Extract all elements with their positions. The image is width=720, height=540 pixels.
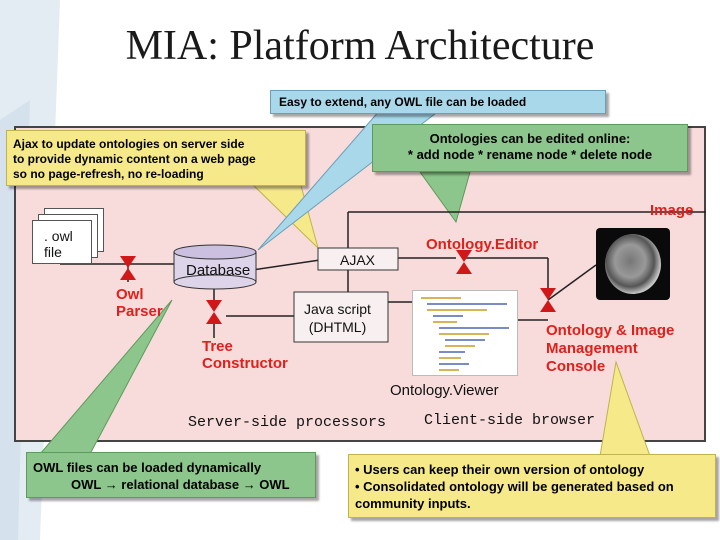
ajax-box bbox=[317, 247, 399, 271]
owl-file-label: . owl file bbox=[44, 228, 73, 260]
database-label: Database bbox=[186, 262, 251, 279]
owl-parser-label: Owl Parser bbox=[116, 286, 163, 320]
edit-callout-tail bbox=[419, 171, 471, 224]
extend-callout: Easy to extend, any OWL file can be load… bbox=[270, 90, 606, 114]
extend-callout-text: Easy to extend, any OWL file can be load… bbox=[279, 95, 527, 109]
users-callout-line: • Users can keep their own version of on… bbox=[355, 462, 645, 477]
ontology-editor-label: Ontology.Editor bbox=[426, 236, 539, 253]
management-console-label: Ontology & Image Management Console bbox=[546, 322, 675, 375]
users-callout: • Users can keep their own version of on… bbox=[348, 454, 716, 518]
users-callout-line: community inputs. bbox=[355, 496, 471, 511]
ajax-callout-line: Ajax to update ontologies on server side bbox=[13, 137, 245, 151]
server-side-label: Server-side processors bbox=[188, 414, 387, 431]
image-label: Image bbox=[650, 202, 694, 219]
owl-callout-line: OWL → relational database → OWL bbox=[71, 477, 290, 492]
database-icon bbox=[173, 244, 257, 290]
users-callout-line: • Consolidated ontology will be generate… bbox=[355, 479, 674, 494]
tree-constructor-label: Tree Constructor bbox=[202, 338, 288, 372]
edit-callout-line: Ontologies can be edited online: bbox=[429, 131, 631, 146]
edit-callout-line: * add node * rename node * delete node bbox=[407, 147, 653, 162]
client-side-label: Client-side browser bbox=[424, 412, 596, 429]
ajax-callout-tail bbox=[248, 181, 319, 250]
owl-callout-tail bbox=[38, 299, 173, 455]
owl-callout: OWL files can be loaded dynamically OWL … bbox=[26, 452, 316, 498]
ontology-viewer-label: Ontology.Viewer bbox=[390, 382, 499, 399]
owl-file-icon bbox=[32, 220, 92, 264]
owl-callout-line: OWL files can be loaded dynamically bbox=[33, 460, 262, 475]
ajax-callout: Ajax to update ontologies on server side… bbox=[6, 130, 306, 186]
page-title: MIA: Platform Architecture bbox=[125, 23, 595, 69]
brain-scan-image bbox=[596, 228, 670, 300]
ajax-callout-line: so no page-refresh, no re-loading bbox=[13, 167, 204, 181]
ajax-label: AJAX bbox=[340, 252, 376, 268]
edit-callout: Ontologies can be edited online: * add n… bbox=[372, 124, 688, 172]
users-callout-tail bbox=[599, 360, 651, 457]
ajax-callout-line: to provide dynamic content on a web page bbox=[13, 152, 256, 166]
ontology-tree-thumbnail bbox=[412, 290, 518, 376]
javascript-label: Java script (DHTML) bbox=[304, 301, 371, 335]
javascript-box bbox=[293, 291, 389, 343]
